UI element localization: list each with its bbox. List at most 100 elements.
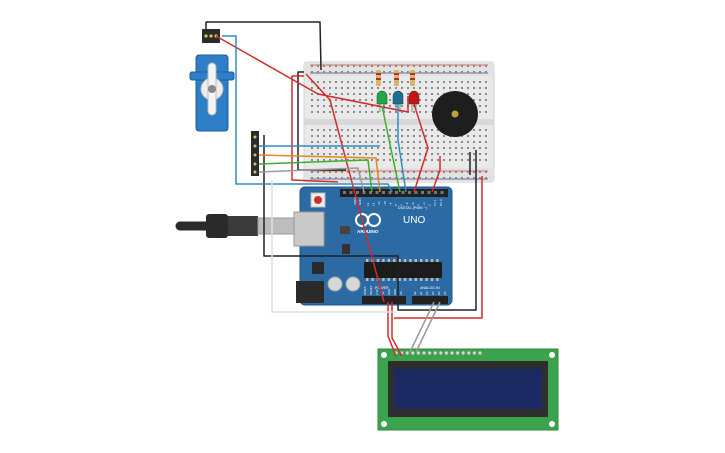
- breadboard-hole: [419, 111, 421, 113]
- piezo-buzzer[interactable]: [432, 91, 478, 137]
- led-red[interactable]: [408, 90, 420, 105]
- breadboard[interactable]: [303, 61, 495, 183]
- lcd-pin: [455, 351, 460, 355]
- breadboard-hole: [443, 141, 445, 143]
- breadboard-hole: [365, 171, 367, 173]
- wire-green: [381, 105, 401, 193]
- breadboard-hole: [401, 135, 403, 137]
- breadboard-hole: [341, 159, 343, 161]
- breadboard-hole: [353, 171, 355, 173]
- breadboard-hole: [353, 147, 355, 149]
- breadboard-hole: [485, 171, 487, 173]
- breadboard-hole: [335, 159, 337, 161]
- breadboard-hole: [323, 153, 325, 155]
- breadboard-hole: [419, 141, 421, 143]
- breadboard-hole: [317, 71, 319, 73]
- breadboard-hole: [383, 87, 385, 89]
- breadboard-hole: [389, 171, 391, 173]
- breadboard-hole: [329, 159, 331, 161]
- breadboard-hole: [371, 81, 373, 83]
- breadboard-hole: [395, 159, 397, 161]
- breadboard-hole: [365, 141, 367, 143]
- header-pin: [375, 191, 379, 194]
- chip-pin: [436, 259, 439, 262]
- breadboard-hole: [323, 99, 325, 101]
- breadboard-hole: [419, 105, 421, 107]
- breadboard-hole: [359, 111, 361, 113]
- breadboard-hole: [383, 135, 385, 137]
- breadboard-hole: [455, 81, 457, 83]
- breadboard-hole: [347, 111, 349, 113]
- arduino-brand-label: ARDUINO: [357, 229, 379, 234]
- breadboard-hole: [359, 93, 361, 95]
- breadboard-hole: [407, 135, 409, 137]
- lcd-display[interactable]: [377, 348, 559, 431]
- breadboard-hole: [425, 81, 427, 83]
- breadboard-hole: [335, 153, 337, 155]
- breadboard-hole: [335, 147, 337, 149]
- breadboard-hole: [425, 105, 427, 107]
- breadboard-hole: [443, 65, 445, 67]
- breadboard-hole: [461, 147, 463, 149]
- breadboard-hole: [311, 135, 313, 137]
- chip-pin: [414, 259, 417, 262]
- led-blue[interactable]: [392, 90, 404, 105]
- lcd-pin: [405, 351, 410, 355]
- breadboard-hole: [359, 135, 361, 137]
- breadboard-hole: [335, 87, 337, 89]
- breadboard-hole: [311, 141, 313, 143]
- breadboard-hole: [485, 135, 487, 137]
- breadboard-hole: [359, 65, 361, 67]
- digital-pin-label: 12: [372, 202, 376, 206]
- breadboard-hole: [389, 129, 391, 131]
- breadboard-hole: [353, 71, 355, 73]
- breadboard-hole: [353, 93, 355, 95]
- breadboard-hole: [353, 111, 355, 113]
- breadboard-hole: [329, 111, 331, 113]
- breadboard-hole: [443, 87, 445, 89]
- breadboard-hole: [479, 87, 481, 89]
- breadboard-hole: [407, 81, 409, 83]
- chip-pin: [393, 278, 396, 281]
- breadboard-hole: [311, 81, 313, 83]
- breadboard-hole: [383, 129, 385, 131]
- wire-red: [394, 176, 483, 319]
- breadboard-hole: [311, 87, 313, 89]
- digital-pin-label: 7: [400, 204, 404, 206]
- breadboard-hole: [413, 147, 415, 149]
- breadboard-hole: [407, 147, 409, 149]
- breadboard-hole: [419, 93, 421, 95]
- breadboard-hole: [461, 81, 463, 83]
- breadboard-hole: [467, 87, 469, 89]
- breadboard-hole: [347, 129, 349, 131]
- breadboard-hole: [437, 171, 439, 173]
- wires: [205, 21, 483, 357]
- breadboard-hole: [479, 177, 481, 179]
- breadboard-hole: [311, 177, 313, 179]
- chip-pin: [398, 278, 401, 281]
- breadboard-hole: [347, 81, 349, 83]
- breadboard-hole: [467, 141, 469, 143]
- breadboard-hole: [401, 105, 403, 107]
- breadboard-hole: [341, 81, 343, 83]
- analog-pin-label: A3: [431, 291, 435, 295]
- digital-pin-label: 13: [366, 202, 370, 206]
- breadboard-hole: [401, 65, 403, 67]
- breadboard-hole: [353, 177, 355, 179]
- breadboard-hole: [473, 65, 475, 67]
- breadboard-hole: [365, 153, 367, 155]
- breadboard-hole: [419, 177, 421, 179]
- servo-motor[interactable]: [189, 29, 235, 132]
- breadboard-hole: [383, 147, 385, 149]
- breadboard-hole: [317, 81, 319, 83]
- breadboard-hole: [335, 135, 337, 137]
- breadboard-hole: [485, 141, 487, 143]
- breadboard-hole: [359, 87, 361, 89]
- led-green[interactable]: [376, 90, 388, 105]
- power-pin-label: GND: [393, 289, 397, 295]
- breadboard-hole: [443, 177, 445, 179]
- breadboard-hole: [329, 141, 331, 143]
- breadboard-hole: [371, 153, 373, 155]
